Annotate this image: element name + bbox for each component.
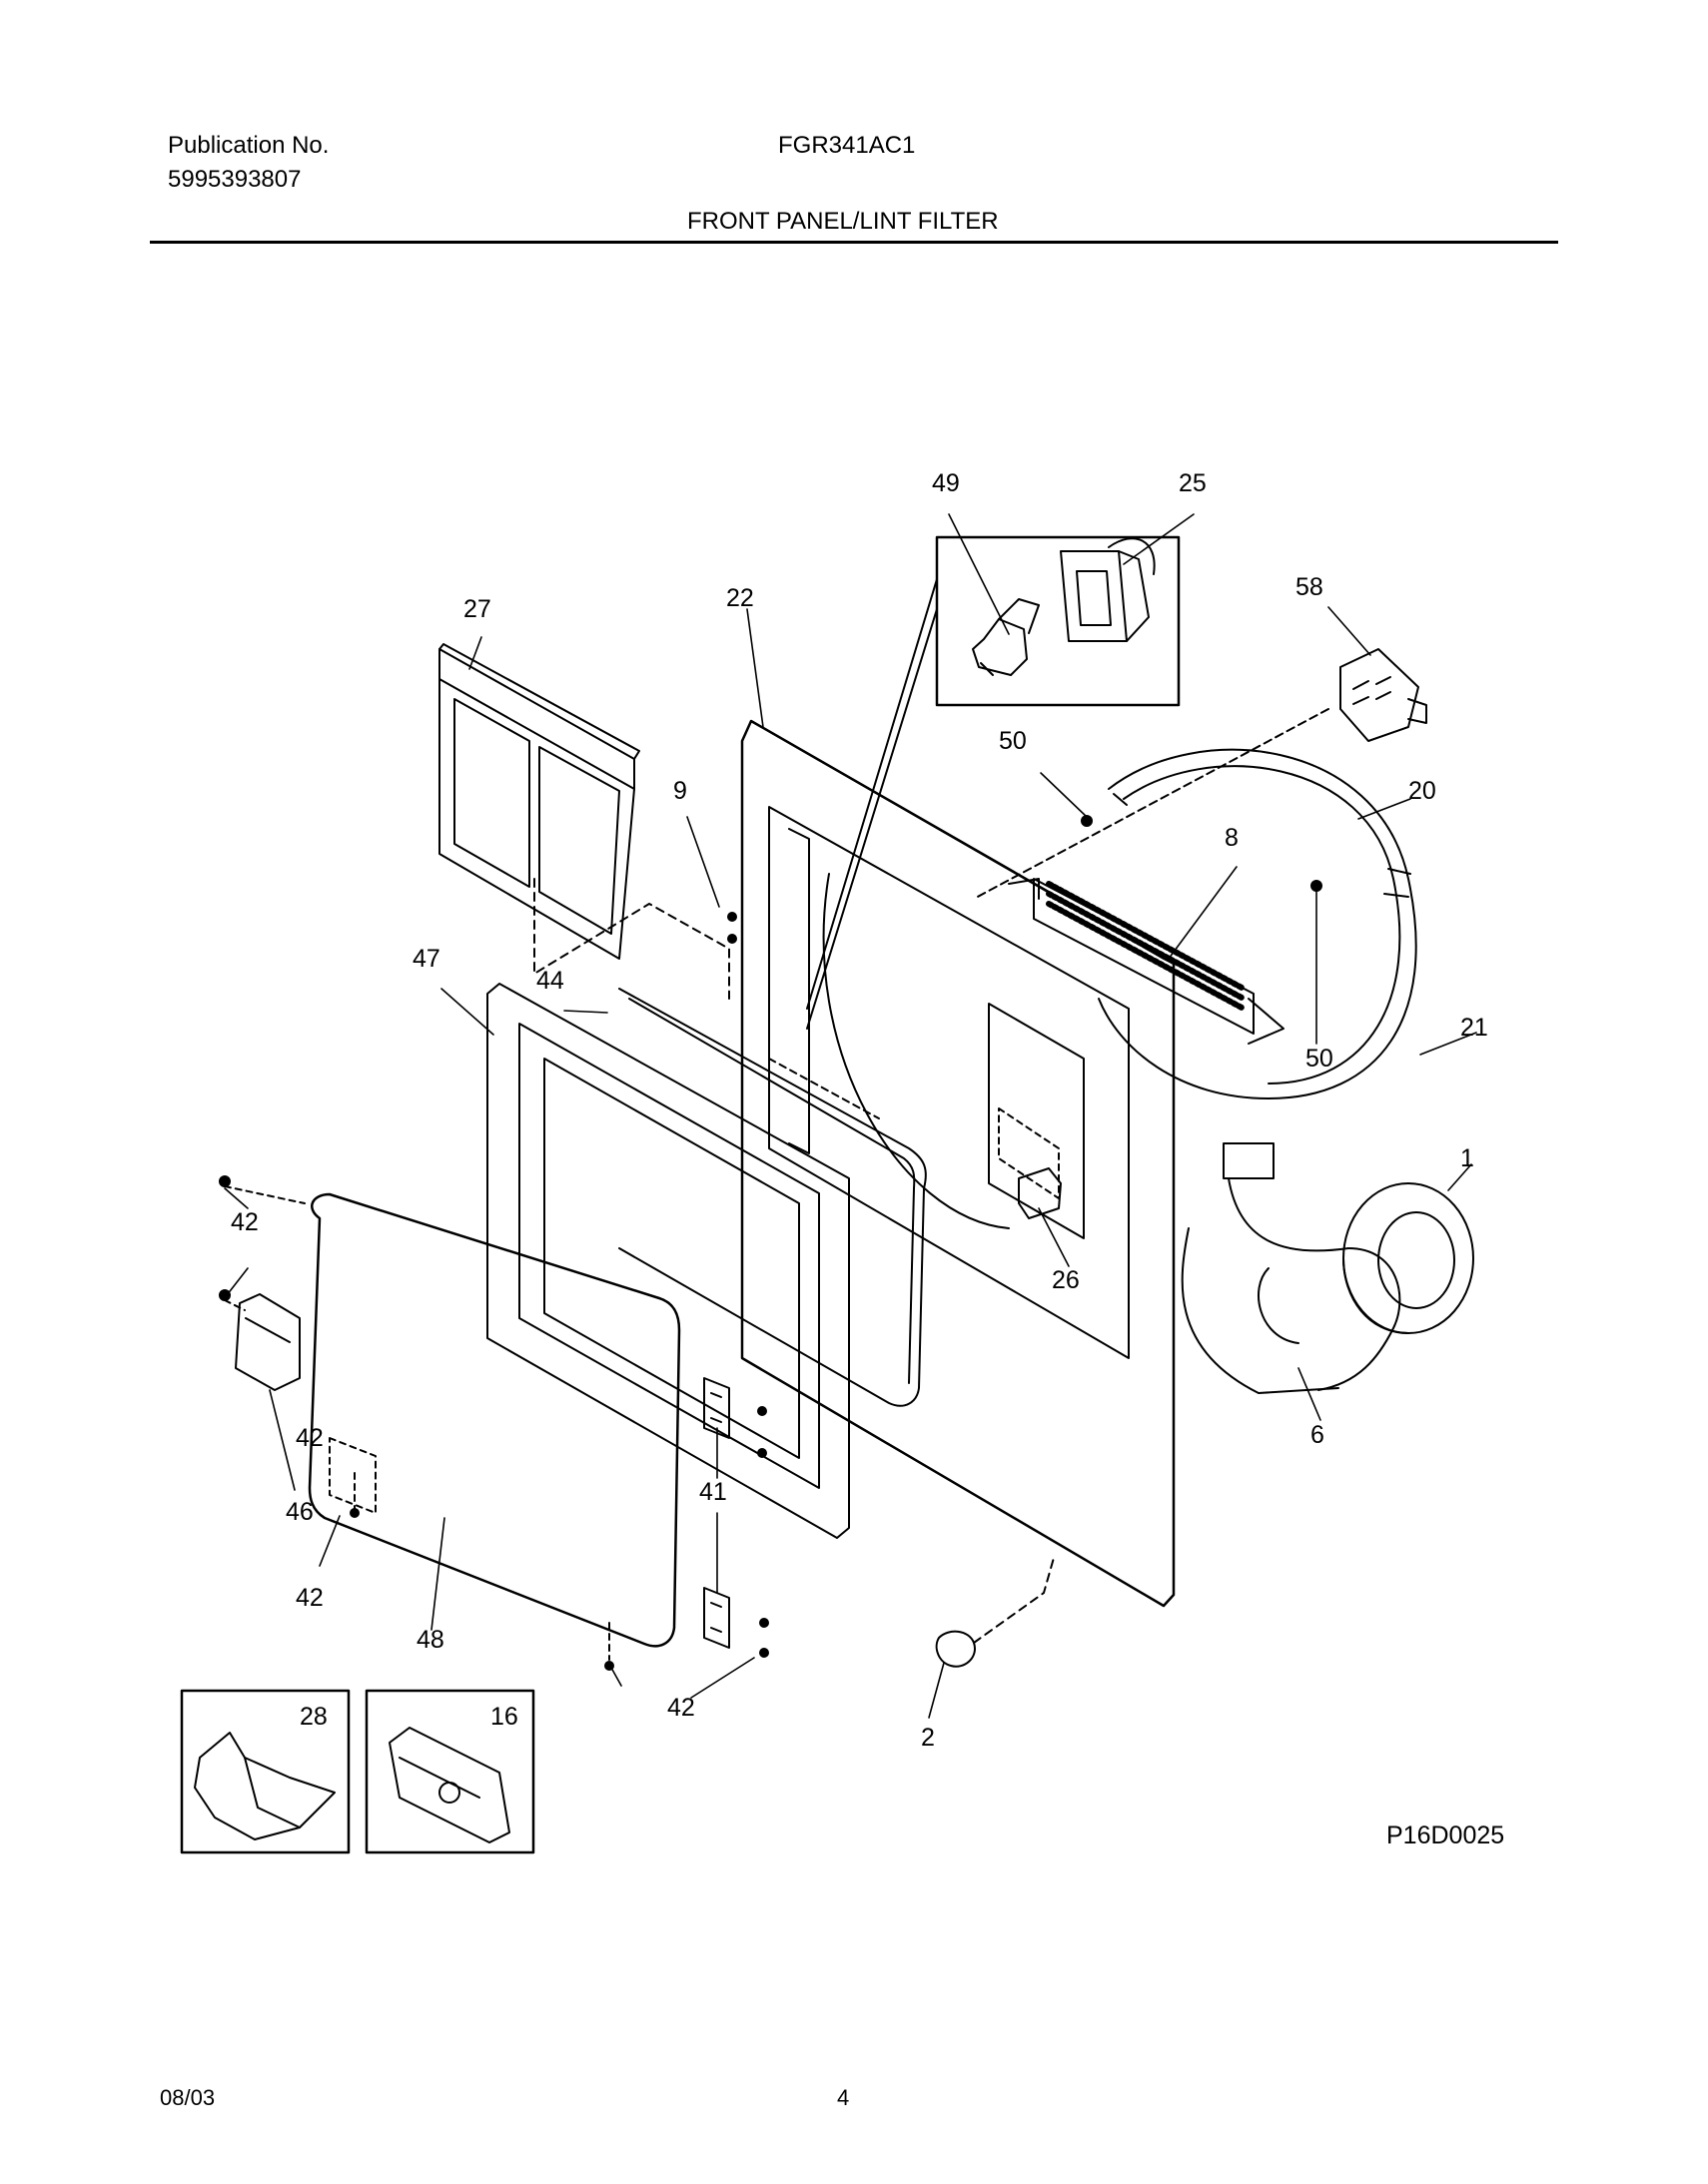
- callout-41: 41: [699, 1478, 727, 1506]
- callout-42: 42: [231, 1208, 259, 1236]
- drawing-id: P16D0025: [1386, 1821, 1505, 1849]
- control-switch-part: [1339, 648, 1427, 742]
- door-stop-part: [935, 1630, 976, 1668]
- callout-49: 49: [932, 469, 960, 497]
- callout-leader-lines: [224, 513, 1477, 1719]
- callout-42: 42: [296, 1584, 324, 1612]
- callout-number-layer: 49 25 27 22 58 50 9 20 8 47 44 50 21 1 42 42 26 6 41 46 42 48…: [231, 469, 1488, 1752]
- bracket-part-28: [194, 1732, 336, 1840]
- callout-16: 16: [490, 1703, 518, 1731]
- publication-number: 5995393807: [168, 166, 302, 193]
- inset-box-latch: [935, 535, 1181, 707]
- door-switch-part: [1018, 1167, 1062, 1219]
- callout-50: 50: [999, 727, 1027, 755]
- outer-door-part: [308, 1192, 681, 1648]
- inset-box-28: [180, 1689, 351, 1854]
- callout-22: 22: [726, 584, 754, 612]
- inset-lead-line-lower: [806, 608, 938, 1030]
- section-title: FRONT PANEL/LINT FILTER: [687, 208, 999, 235]
- filter-guide-line: [533, 878, 730, 1000]
- callout-9: 9: [673, 777, 687, 805]
- front-panel-part: [740, 719, 1176, 1608]
- blower-seal-part: [1342, 1182, 1474, 1334]
- screw-guide-line-a: [224, 1185, 306, 1204]
- page-number: 4: [837, 2085, 850, 2110]
- inset-box-16: [365, 1689, 535, 1854]
- callout-46: 46: [286, 1498, 314, 1526]
- stop-guide-line: [973, 1557, 1055, 1644]
- door-gasket-part: [618, 988, 927, 1407]
- callout-26: 26: [1052, 1266, 1080, 1294]
- callout-50: 50: [1305, 1045, 1333, 1073]
- callout-28: 28: [300, 1703, 328, 1731]
- lint-screen-part: [1008, 878, 1284, 1045]
- callout-42: 42: [296, 1424, 324, 1452]
- callout-6: 6: [1310, 1421, 1324, 1449]
- inset-lead-line-upper: [806, 578, 938, 1010]
- callout-25: 25: [1179, 469, 1207, 497]
- publication-label: Publication No.: [168, 132, 330, 159]
- door-handle-part: [235, 1293, 301, 1391]
- switch-guide-line: [973, 708, 1329, 900]
- bracket-part-16: [389, 1727, 510, 1843]
- model-number: FGR341AC1: [778, 132, 916, 159]
- door-latch-part: [972, 598, 1040, 676]
- screw-parts: [219, 815, 1322, 1671]
- callout-58: 58: [1295, 573, 1323, 601]
- inner-door-panel-part: [486, 983, 850, 1539]
- header-rule: [150, 241, 1558, 244]
- footer-date: 08/03: [160, 2085, 216, 2110]
- callout-20: 20: [1408, 777, 1436, 805]
- duct-part: [1181, 1142, 1401, 1394]
- lower-hinge-part: [703, 1587, 730, 1649]
- callout-42: 42: [667, 1694, 695, 1722]
- callout-47: 47: [413, 945, 440, 973]
- callout-8: 8: [1225, 824, 1239, 852]
- callout-1: 1: [1460, 1144, 1474, 1172]
- door-strike-part: [1060, 537, 1156, 642]
- screw-guide-line-b: [224, 1299, 246, 1311]
- lint-filter-part: [438, 643, 640, 960]
- callout-27: 27: [463, 595, 491, 623]
- callout-2: 2: [921, 1724, 935, 1752]
- upper-hinge-part: [703, 1377, 730, 1439]
- callout-44: 44: [536, 967, 564, 995]
- callout-21: 21: [1460, 1014, 1488, 1042]
- drum-seal-part: [1098, 748, 1417, 1099]
- callout-48: 48: [417, 1626, 444, 1654]
